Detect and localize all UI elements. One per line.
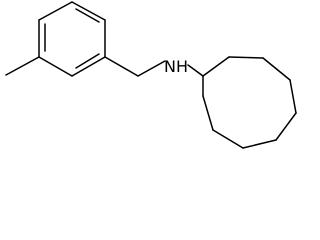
cycloheptyl-bond-3 [262, 57, 291, 81]
aromatic-bond-3 [71, 1, 106, 21]
amine-label: N H [164, 57, 188, 76]
cycloheptyl-bond-7 [212, 129, 244, 149]
hydrogen-label: H [176, 57, 188, 76]
benzyl-bond [104, 56, 139, 77]
chemical-structure: N H [5, 1, 297, 149]
aromatic-bond-2 [38, 1, 73, 21]
ch2-to-n-bond [137, 60, 166, 77]
aromatic-inner-bond-3 [75, 53, 100, 69]
methyl-group [5, 56, 40, 76]
cycloheptyl-bond-4 [289, 79, 297, 114]
chemical-structure-svg: N H [5, 1, 297, 149]
methyl-bond [5, 56, 40, 76]
benzyl-linker [104, 56, 166, 77]
cycloheptyl-bond-2 [228, 56, 264, 59]
cycloheptyl-bond-1 [202, 56, 230, 77]
cycloheptyl-ring [187, 56, 297, 149]
cycloheptyl-bond-6 [242, 139, 277, 149]
aromatic-bond-5 [71, 56, 106, 77]
aromatic-ring [38, 1, 106, 77]
n-to-cycloheptyl-bond [187, 64, 204, 77]
aromatic-bond-6 [38, 56, 73, 77]
aromatic-inner-bond-2 [75, 8, 100, 23]
cycloheptyl-bond-5 [275, 112, 297, 141]
nitrogen-label: N [164, 57, 176, 76]
cycloheptyl-bond-8 [202, 95, 214, 131]
